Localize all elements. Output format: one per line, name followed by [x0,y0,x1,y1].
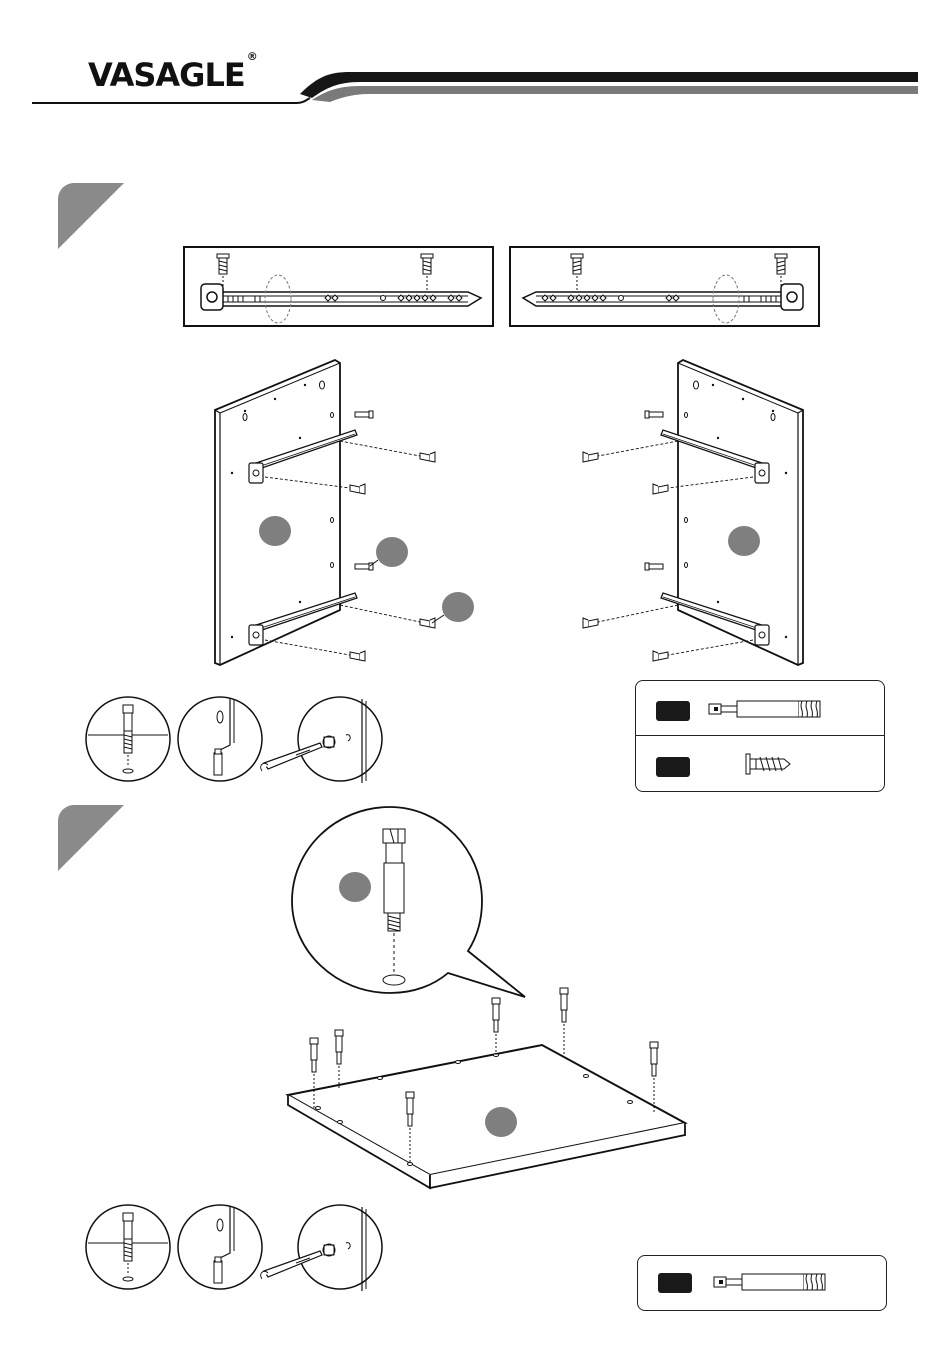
callout-step2-bolt [338,871,372,903]
right-side-panel-diagram [583,355,823,675]
hardware-box-1 [635,680,885,792]
callout-right-panel [727,525,761,557]
right-rail-detail [509,246,821,328]
callout-bottom-panel [484,1106,518,1138]
callout-left-panel [258,515,292,547]
step2-detail-circles [84,1203,384,1293]
hardware-label-cam-bolt-2 [658,1273,692,1293]
left-rail-detail [183,246,495,328]
hardware-label-cam-bolt [656,701,690,721]
hardware-row-cam-bolt [636,681,884,736]
hardware-label-screw [656,757,690,777]
screw-icon [744,751,794,777]
step1-detail-circles [84,695,384,785]
step2-bolt-magnifier [290,805,530,1000]
step-1-marker [58,183,124,249]
hardware-row-screw [636,737,884,791]
hardware-box-2 [637,1255,887,1311]
cam-bolt-icon [708,698,828,720]
bottom-panel-diagram [280,980,700,1195]
step-2-marker [58,805,124,871]
header-rule [0,60,950,120]
callout-cam-bolt [368,536,410,568]
cam-bolt-icon [713,1271,833,1293]
callout-screw [428,591,476,625]
left-side-panel-diagram [205,355,445,675]
